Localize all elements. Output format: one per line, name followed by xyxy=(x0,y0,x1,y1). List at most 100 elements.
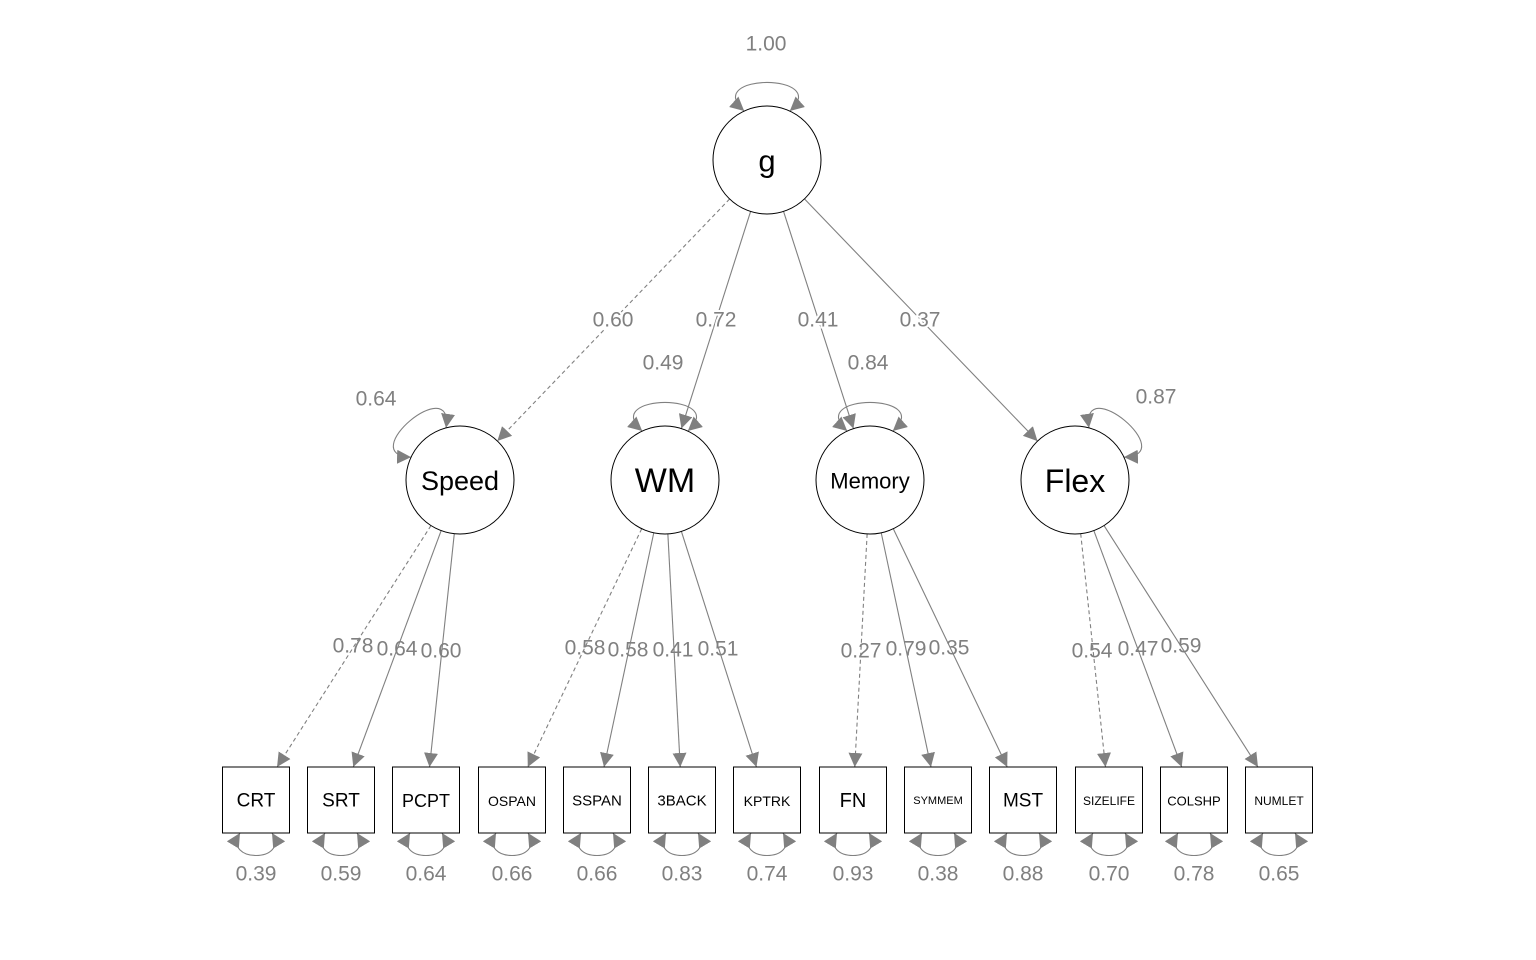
observed-label: KPTRK xyxy=(744,793,791,809)
residual-arc-colshp xyxy=(1164,832,1224,857)
loading-label-g-flex: 0.37 xyxy=(900,309,941,332)
variance-label-memory: 0.84 xyxy=(848,352,889,375)
residual-label-kptrk: 0.74 xyxy=(747,863,788,886)
residual-label-symmem: 0.38 xyxy=(918,863,959,886)
path-arrow-speed-pcpt xyxy=(424,533,455,768)
observed-label: OSPAN xyxy=(488,793,536,809)
observed-box xyxy=(904,766,972,834)
observed-node-symmem: SYMMEM xyxy=(904,766,972,834)
residual-arc-fn xyxy=(823,832,883,857)
loading-label-speed-crt: 0.78 xyxy=(333,635,374,658)
observed-box xyxy=(1245,766,1313,834)
latent-circle xyxy=(610,425,720,535)
observed-node-numlet: NUMLET xyxy=(1245,766,1313,834)
residual-label-crt: 0.39 xyxy=(236,863,277,886)
observed-box xyxy=(733,766,801,834)
loading-label-flex-sizelife: 0.54 xyxy=(1072,640,1113,663)
path-arrow-speed-crt xyxy=(276,525,432,768)
variance-arc-g xyxy=(729,81,805,112)
path-arrow-memory-symmem xyxy=(880,532,935,768)
residual-arc-numlet xyxy=(1249,832,1309,857)
residual-arc-sizelife xyxy=(1079,832,1139,857)
latent-label: WM xyxy=(635,462,695,500)
observed-label: SIZELIFE xyxy=(1083,794,1135,808)
observed-label: FN xyxy=(840,790,867,812)
observed-box xyxy=(392,766,460,834)
observed-label: SRT xyxy=(322,791,360,812)
observed-node-crt: CRT xyxy=(222,766,290,834)
observed-node-colshp: COLSHP xyxy=(1160,766,1228,834)
latent-node-g: g xyxy=(712,105,822,215)
residual-label-mst: 0.88 xyxy=(1003,863,1044,886)
observed-node-sizelife: SIZELIFE xyxy=(1075,766,1143,834)
variance-label-flex: 0.87 xyxy=(1136,386,1177,409)
variance-arc-memory xyxy=(832,401,908,432)
residual-arc-mst xyxy=(993,832,1053,857)
latent-circle xyxy=(815,425,925,535)
path-arrow-memory-mst xyxy=(892,528,1008,768)
latent-node-flex: Flex xyxy=(1020,425,1130,535)
observed-node-kptrk: KPTRK xyxy=(733,766,801,834)
observed-label: MST xyxy=(1003,791,1044,812)
residual-label-ospan: 0.66 xyxy=(492,863,533,886)
residual-label-colshp: 0.78 xyxy=(1174,863,1215,886)
loading-label-g-wm: 0.72 xyxy=(696,309,737,332)
latent-circle xyxy=(405,425,515,535)
observed-label: CRT xyxy=(237,791,276,812)
observed-label: COLSHP xyxy=(1167,794,1220,809)
loading-label-g-memory: 0.41 xyxy=(798,309,839,332)
path-arrow-wm-3back xyxy=(667,533,687,768)
path-arrow-memory-fn xyxy=(848,533,868,768)
loading-label-wm-kptrk: 0.51 xyxy=(698,638,739,661)
residual-label-sizelife: 0.70 xyxy=(1089,863,1130,886)
loading-label-speed-pcpt: 0.60 xyxy=(421,640,462,663)
observed-node-mst: MST xyxy=(989,766,1057,834)
path-arrow-flex-colshp xyxy=(1093,530,1184,768)
residual-arc-3back xyxy=(652,832,712,857)
observed-label: 3BACK xyxy=(657,793,706,810)
latent-label: Speed xyxy=(421,466,499,496)
residual-label-3back: 0.83 xyxy=(662,863,703,886)
path-arrow-g-flex xyxy=(804,198,1038,442)
loading-label-flex-numlet: 0.59 xyxy=(1161,635,1202,658)
loading-label-memory-symmem: 0.79 xyxy=(886,638,927,661)
observed-node-srt: SRT xyxy=(307,766,375,834)
latent-circle xyxy=(1020,425,1130,535)
latent-label: Memory xyxy=(830,469,909,494)
loading-label-memory-fn: 0.27 xyxy=(841,640,882,663)
latent-node-memory: Memory xyxy=(815,425,925,535)
observed-node-sspan: SSPAN xyxy=(563,766,631,834)
observed-box xyxy=(1075,766,1143,834)
observed-box xyxy=(819,766,887,834)
latent-label: g xyxy=(758,144,775,179)
variance-label-g: 1.00 xyxy=(746,33,787,56)
path-arrow-g-wm xyxy=(678,211,752,429)
residual-label-numlet: 0.65 xyxy=(1259,863,1300,886)
observed-box xyxy=(307,766,375,834)
path-arrow-wm-ospan xyxy=(527,528,643,768)
variance-arc-flex xyxy=(1080,407,1143,464)
observed-node-pcpt: PCPT xyxy=(392,766,460,834)
residual-arc-pcpt xyxy=(396,832,456,857)
variance-arcs-layer xyxy=(226,81,1309,857)
residual-label-fn: 0.93 xyxy=(833,863,874,886)
loading-label-wm-3back: 0.41 xyxy=(653,639,694,662)
residual-arc-crt xyxy=(226,832,286,857)
path-arrow-speed-srt xyxy=(351,530,442,768)
observed-label: NUMLET xyxy=(1254,794,1304,808)
observed-box xyxy=(478,766,546,834)
path-arrow-g-memory xyxy=(783,211,856,429)
observed-label: PCPT xyxy=(402,791,450,811)
observed-box xyxy=(563,766,631,834)
observed-node-3back: 3BACK xyxy=(648,766,716,834)
path-arrow-wm-sspan xyxy=(600,532,655,768)
residual-arc-sspan xyxy=(567,832,627,857)
latent-node-wm: WM xyxy=(610,425,720,535)
observed-node-fn: FN xyxy=(819,766,887,834)
variance-arc-wm xyxy=(627,401,703,432)
variance-label-speed: 0.64 xyxy=(356,388,397,411)
latent-node-speed: Speed xyxy=(405,425,515,535)
